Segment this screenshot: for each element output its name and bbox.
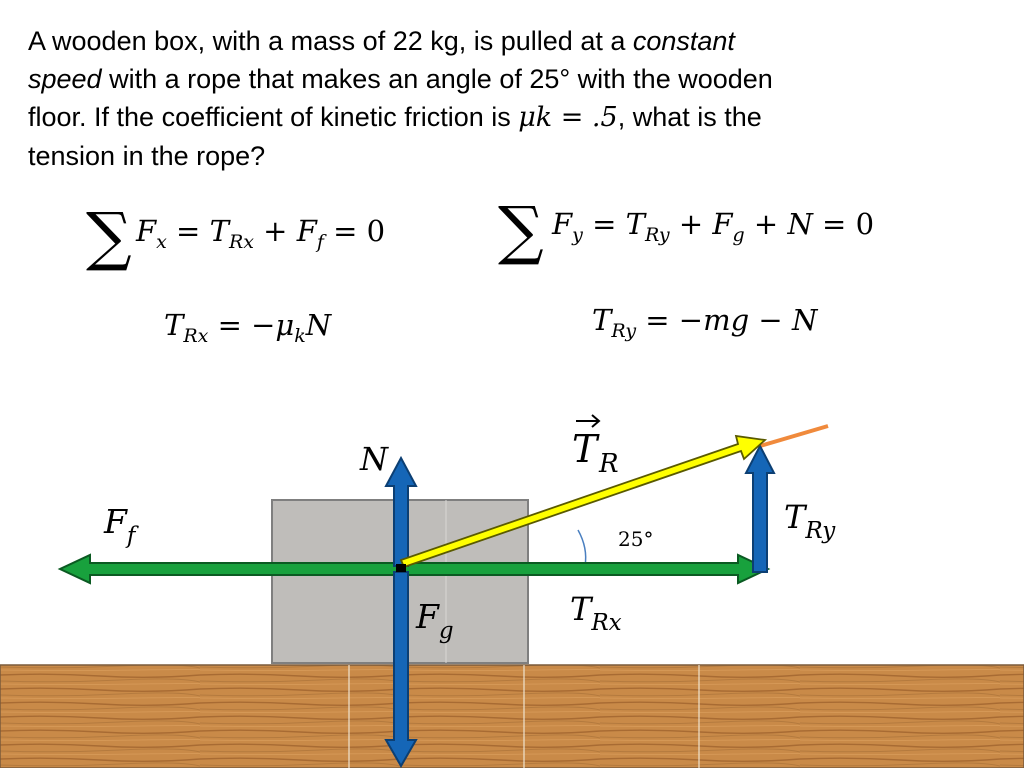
try-equation: TRy = −mg − N [592,303,819,342]
sum-x-equation: Fx = TRx + Ff = 0 [135,214,385,253]
gravity-force-arrow [384,571,418,768]
problem-line3-tail: , what is the [617,102,762,132]
problem-question: tension in the rope? [28,141,266,171]
gravity-force-label: Fg [415,597,454,644]
trx-arrow [404,553,771,585]
problem-constant-word: constant [632,26,735,56]
problem-statement: A wooden box, with a mass of 22 kg, is p… [28,22,908,175]
normal-force-arrow [384,455,418,567]
problem-line1-text: A wooden box, with a mass of 22 kg, is p… [28,26,633,56]
problem-speed-word: speed [28,64,102,94]
angle-arc [577,529,587,567]
friction-coefficient: μk = .5 [518,102,618,133]
friction-arrow [57,553,401,585]
sum-y-symbol: ∑ [498,194,544,268]
tension-vector-label: T R [572,414,619,479]
origin-point [396,564,406,572]
tension-arrow [399,434,768,569]
try-label: TRy [784,498,836,544]
angle-label: 25° [618,527,653,551]
sum-x-symbol: ∑ [86,200,132,274]
wooden-floor [0,664,1024,768]
rope [759,424,829,448]
trx-label: TRx [570,590,622,636]
problem-line2-text: with a rope that makes an angle of 25° w… [101,64,773,94]
problem-line3-text: floor. If the coefficient of kinetic fri… [28,102,519,132]
try-arrow [744,443,776,573]
friction-force-label: Ff [103,502,139,549]
svg-text:R: R [598,449,619,479]
sum-y-equation: Fy = TRy + Fg + N = 0 [551,207,874,246]
svg-text:T: T [572,427,600,471]
trx-equation: TRx = −μkN [164,308,333,347]
normal-force-label: N [359,440,389,478]
